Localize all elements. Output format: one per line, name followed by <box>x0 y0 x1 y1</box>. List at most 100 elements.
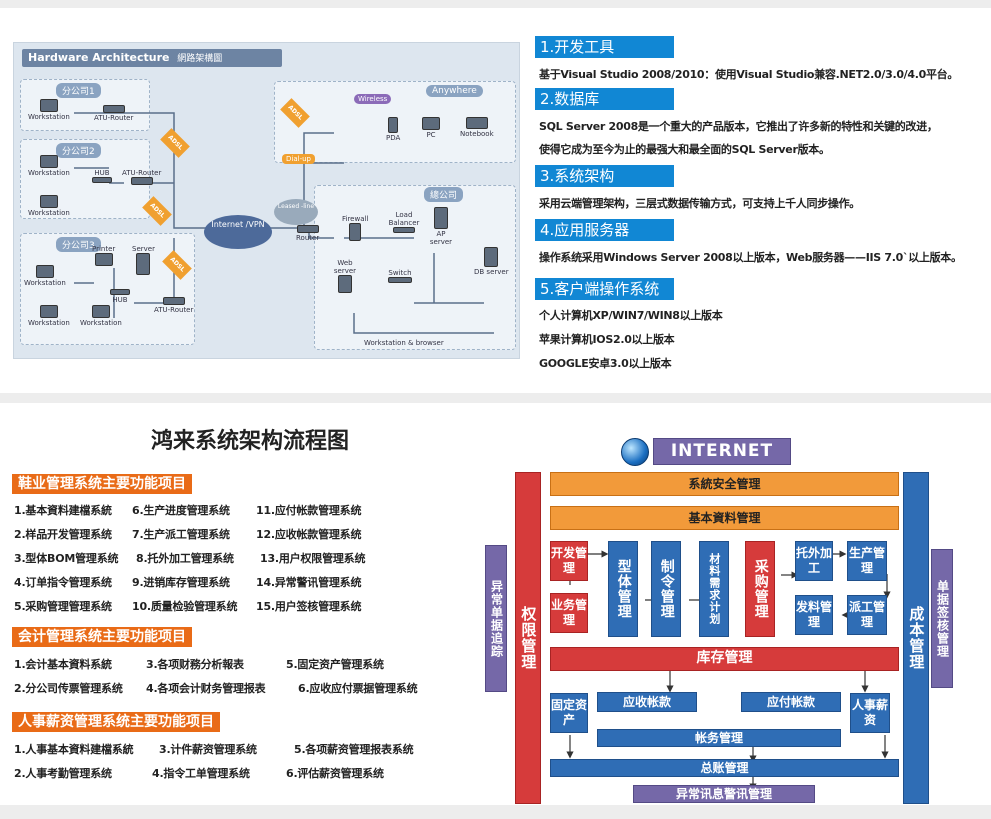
fixed-assets-box: 固定资产 <box>550 693 588 733</box>
pc-icon <box>422 117 440 130</box>
flow-title: 鸿来系统架构流程图 <box>150 429 349 454</box>
outsourcing-box: 托外加工 <box>795 541 833 581</box>
workstation-icon <box>39 99 58 112</box>
device-printer: Printer <box>92 245 115 267</box>
tech-text-2b: 使得它成为至今为止的最强大和最全面的SQL Server版本。 <box>539 143 830 156</box>
architecture-panel: Hardware Architecture 網路架構圖 分公司1 分公司2 分公… <box>0 8 991 393</box>
zone-branch-3 <box>20 233 195 345</box>
server-icon <box>434 207 448 229</box>
module-heading-accounting: 会计管理系统主要功能项目 <box>12 627 192 647</box>
tech-heading-1: 1.开发工具 <box>535 36 674 58</box>
module-item: 3.各项财務分析報表 <box>146 658 244 671</box>
module-item: 8.托外加工管理系统 <box>136 552 234 565</box>
tech-text-2a: SQL Server 2008是一个重大的产品版本，它推出了许多新的特性和关键的… <box>539 120 938 133</box>
general-ledger-bar: 总账管理 <box>550 759 899 777</box>
internet-vpn-cloud: Internet /VPN <box>204 215 272 249</box>
module-heading-shoe: 鞋业管理系统主要功能项目 <box>12 474 192 494</box>
device-pc: PC <box>422 117 440 139</box>
tech-text-5c: GOOGLE安卓3.0以上版本 <box>539 357 672 370</box>
exception-alert-bar: 异常讯息警讯管理 <box>633 785 815 803</box>
module-item: 6.应收应付票据管理系统 <box>298 682 418 695</box>
module-item: 1.人事基本資料建檔系統 <box>14 743 134 756</box>
production-management-box: 生产管理 <box>847 541 887 581</box>
module-item: 2.样品开发管理系统 <box>14 528 112 541</box>
module-item: 5.各项薪资管理报表系统 <box>294 743 414 756</box>
module-item: 4.指令工单管理系统 <box>152 767 250 780</box>
device-pda: PDA <box>386 117 400 142</box>
leased-line-cloud: Leased -line <box>274 199 318 225</box>
device-atu-router-2: ATU-Router <box>122 169 161 186</box>
module-item: 11.应付帐款管理系统 <box>256 504 362 517</box>
material-issue-box: 发料管理 <box>795 595 833 635</box>
module-item: 6.评估薪资管理系统 <box>286 767 384 780</box>
accounts-payable-box: 应付帐款 <box>741 692 841 712</box>
module-item: 1.基本資料建檔系統 <box>14 504 112 517</box>
sales-management-box: 业务管理 <box>550 593 588 633</box>
dispatch-management-box: 派工管理 <box>847 595 887 635</box>
globe-icon <box>621 438 649 466</box>
switch-icon <box>388 277 412 283</box>
tech-heading-5: 5.客户端操作系统 <box>535 278 674 300</box>
module-item: 12.应收帐款管理系统 <box>256 528 362 541</box>
module-item: 10.质量检验管理系统 <box>132 600 238 613</box>
module-item: 2.人事考勤管理系统 <box>14 767 112 780</box>
workstation-icon <box>91 305 110 318</box>
tech-text-5a: 个人计算机XP/WIN7/WIN8以上版本 <box>539 309 723 322</box>
workstation-icon <box>39 195 58 208</box>
workstation-icon <box>39 305 58 318</box>
tech-text-5b: 苹果计算机IOS2.0以上版本 <box>539 333 675 346</box>
workstation-icon <box>35 265 54 278</box>
model-management-box: 型体管理 <box>608 541 638 637</box>
device-router: Router <box>296 225 319 242</box>
device-workstation-browser: Workstation & browser <box>364 339 444 347</box>
module-item: 6.生产进度管理系统 <box>132 504 230 517</box>
device-firewall: Firewall <box>342 215 368 242</box>
hr-payroll-box: 人事薪资 <box>850 693 890 733</box>
pda-icon <box>388 117 399 133</box>
device-hub-2: HUB <box>92 169 112 184</box>
router-icon <box>130 177 153 185</box>
module-item: 7.生产派工管理系统 <box>132 528 230 541</box>
order-management-box: 制令管理 <box>651 541 681 637</box>
module-item: 13.用户权限管理系统 <box>260 552 366 565</box>
printer-icon <box>94 253 113 266</box>
router-icon <box>296 225 319 233</box>
exception-tracking-sidebar: 异常单据追踪 <box>485 545 507 692</box>
material-requirements-box: 材料需求计划 <box>699 541 729 637</box>
tech-text-1: 基于Visual Studio 2008/2010：使用Visual Studi… <box>539 68 959 81</box>
notebook-icon <box>465 117 488 129</box>
module-heading-hr: 人事薪资管理系统主要功能项目 <box>12 712 220 732</box>
system-flow-diagram: INTERNET 系統安全管理 基本資料管理 异常单据追踪 单据签核管理 权限管… <box>485 435 965 805</box>
tech-heading-4: 4.应用服务器 <box>535 219 674 241</box>
approval-management-sidebar: 单据签核管理 <box>931 549 953 688</box>
module-item: 9.进销库存管理系统 <box>132 576 230 589</box>
basic-data-management-bar: 基本資料管理 <box>550 506 899 530</box>
zone-headquarters <box>314 185 516 350</box>
router-icon <box>162 297 185 305</box>
hardware-architecture-diagram: Hardware Architecture 網路架構圖 分公司1 分公司2 分公… <box>13 42 520 359</box>
permission-management-column: 权限管理 <box>515 472 541 804</box>
module-item: 3.型体BOM管理系统 <box>14 552 119 565</box>
device-workstation-2: Workstation <box>28 155 70 177</box>
internet-box: INTERNET <box>653 438 791 465</box>
purchase-management-box: 采购管理 <box>745 541 775 637</box>
zone-label-headquarters: 總公司 <box>424 187 464 202</box>
device-workstation-5: Workstation <box>28 305 70 327</box>
module-item: 3.计件薪资管理系统 <box>159 743 257 756</box>
tech-text-3: 采用云端管理架构，三层式数据传输方式，可支持上千人同步操作。 <box>539 197 860 210</box>
device-ap-server: AP server <box>426 207 456 246</box>
module-item: 5.采购管理管理系统 <box>14 600 112 613</box>
tech-text-4: 操作系统采用Windows Server 2008以上版本，Web服务器——II… <box>539 251 962 264</box>
device-load-balancer: Load Balancer <box>386 211 422 234</box>
device-workstation-3: Workstation <box>28 195 70 217</box>
device-workstation-4: Workstation <box>24 265 66 287</box>
tech-heading-2: 2.数据库 <box>535 88 674 110</box>
device-wireless: Wireless <box>354 94 392 104</box>
module-item: 4.各项会计财务管理报表 <box>146 682 266 695</box>
device-switch: Switch <box>388 269 412 284</box>
zone-label-anywhere: Anywhere <box>426 85 483 97</box>
device-workstation-6: Workstation <box>80 305 122 327</box>
module-item: 4.订单指令管理系统 <box>14 576 112 589</box>
device-hub-3: HUB <box>110 289 130 304</box>
hardware-title: Hardware Architecture 網路架構圖 <box>22 49 282 67</box>
